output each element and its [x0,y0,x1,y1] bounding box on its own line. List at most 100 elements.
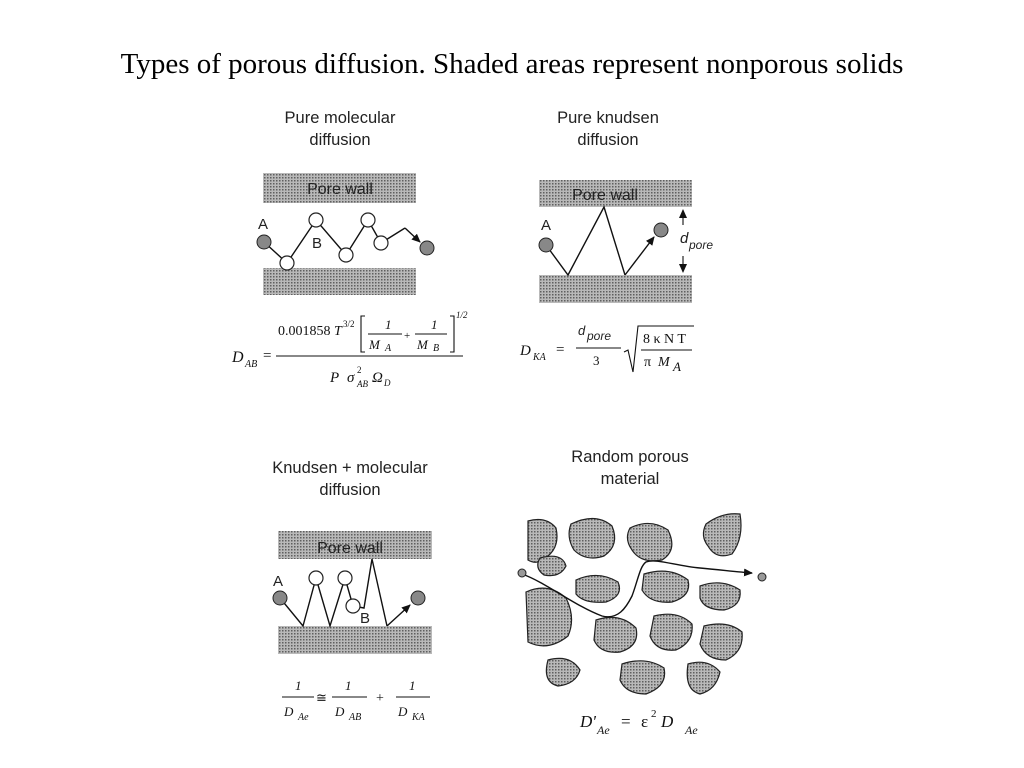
eq2-num-d-sub: pore [586,329,611,343]
eq3-sub-ka: KA [411,712,426,723]
eq2-sqrt-den-m: M [657,355,671,370]
eq3-approx: ≅ [316,690,327,705]
eq2-lhs-sub: KA [532,352,547,363]
eq1-lhs-sub: AB [244,359,257,370]
knudsen-title-line2: diffusion [577,131,639,149]
eq1-m-a-sub: A [384,343,392,354]
eq4-lhs: D' [579,712,596,731]
d-pore-symbol: d [680,230,689,247]
eq3-one-2: 1 [345,678,352,693]
eq3-d-3: D [397,704,408,719]
solid-particle [619,660,666,695]
tortuous-path [521,560,753,618]
solid-particle [699,623,743,661]
eq3-sub-ab: AB [348,712,361,723]
random-porous-material [525,513,743,695]
combined-equation: 1 D Ae ≅ 1 D AB + 1 D KA [282,678,430,723]
eq1-m-b-sub: B [433,343,439,354]
molecular-top-wall [263,173,416,203]
molecule-b-5 [373,235,389,251]
combined-molecule-b-1 [308,570,324,586]
solid-particle [686,661,721,695]
random-title-line2: material [600,470,660,488]
combined-panel-title: Knudsen + molecular diffusion [230,457,470,501]
combined-molecule-a [272,590,288,606]
eq3-d-1: D [283,704,294,719]
combined-path [279,558,388,629]
molecule-a-end [419,240,435,256]
molecular-label-a: A [258,216,268,233]
combined-top-wall [278,531,432,559]
combined-label-a: A [273,573,283,590]
solid-particle [545,657,581,687]
eq1-coef: 0.001858 [278,324,331,339]
eq1-one-b: 1 [431,317,438,332]
eq1-t: T [334,324,343,339]
slide-title: Types of porous diffusion. Shaded areas … [120,48,904,80]
solid-particle [593,616,638,653]
molecular-path-arrow [404,227,421,243]
eq2-sqrt-den-pi: π [644,355,651,370]
solid-particle [626,522,673,562]
d-pore-subscript: pore [688,238,713,252]
knudsen-path [545,205,626,277]
knudsen-title-line1: Pure knudsen [557,109,659,127]
solid-particle [575,574,621,603]
random-diffusion-path [517,560,767,618]
eq1-equals: = [263,348,271,364]
eq1-right-bracket [450,315,455,353]
eq3-plus: + [376,691,384,706]
combined-title-line1: Knudsen + molecular [272,459,428,477]
eq2-sqrt-den-sub: A [672,359,681,374]
eq3-sub-ae: Ae [297,712,309,723]
eq1-den-sigma-sub: AB [356,379,368,389]
combined-pore: Pore wall A B [272,531,432,654]
eq2-equals: = [556,342,564,358]
random-panel-title: Random porous material [530,446,730,490]
solid-particle [525,587,573,647]
knudsen-bottom-wall [539,275,692,303]
eq4-d-sub: Ae [684,723,698,737]
molecular-label-b: B [312,235,322,252]
solid-particle [699,582,741,611]
eq1-den-sigma-exp: 2 [357,365,362,375]
solid-particle [527,518,558,563]
eq1-bracket-exp: 1/2 [456,310,468,320]
molecular-pore: Pore wall A B [256,173,435,295]
eq4-epsilon-exp: 2 [651,708,657,720]
eq1-den-p: P [329,370,339,386]
eq4-epsilon: ε [641,712,648,731]
combined-molecule-b-3 [345,598,361,614]
eq4-d: D [660,712,674,731]
knudsen-pore: Pore wall A d pore [538,180,713,303]
path-start-molecule [517,568,527,578]
knudsen-equation: D KA = d pore 3 8 κ N T π M A [519,323,694,374]
molecular-panel-title: Pure molecular diffusion [240,107,440,151]
random-title-line1: Random porous [571,448,689,466]
molecule-b-3 [338,247,354,263]
eq3-one-1: 1 [295,678,302,693]
eq1-den-sigma: σ [347,370,355,386]
eq4-lhs-sub: Ae [596,723,610,737]
eq2-sqrt-sign [623,325,694,373]
eq1-den-omega-sub: D [383,378,391,388]
solid-particle [649,613,693,651]
knudsen-label-a: A [541,217,551,234]
molecule-b-1 [279,255,295,271]
knudsen-panel-title: Pure knudsen diffusion [508,107,708,151]
combined-path-arrow [386,604,411,627]
eq4-equals: = [621,712,631,731]
eq2-num-d: d [578,323,586,338]
knudsen-top-wall [539,180,692,207]
eq2-sqrt-num: 8 κ N T [643,332,686,347]
molecule-b-2 [308,212,324,228]
combined-bottom-wall [278,626,432,654]
eq1-den-omega: Ω [372,370,383,386]
eq1-plus: + [404,330,410,342]
eq1-m-a: M [368,337,381,352]
combined-label-b: B [360,610,370,627]
combined-molecule-a-end [410,590,426,606]
knudsen-molecule-a [538,237,554,253]
random-equation: D' Ae = ε 2 D Ae [579,708,698,737]
